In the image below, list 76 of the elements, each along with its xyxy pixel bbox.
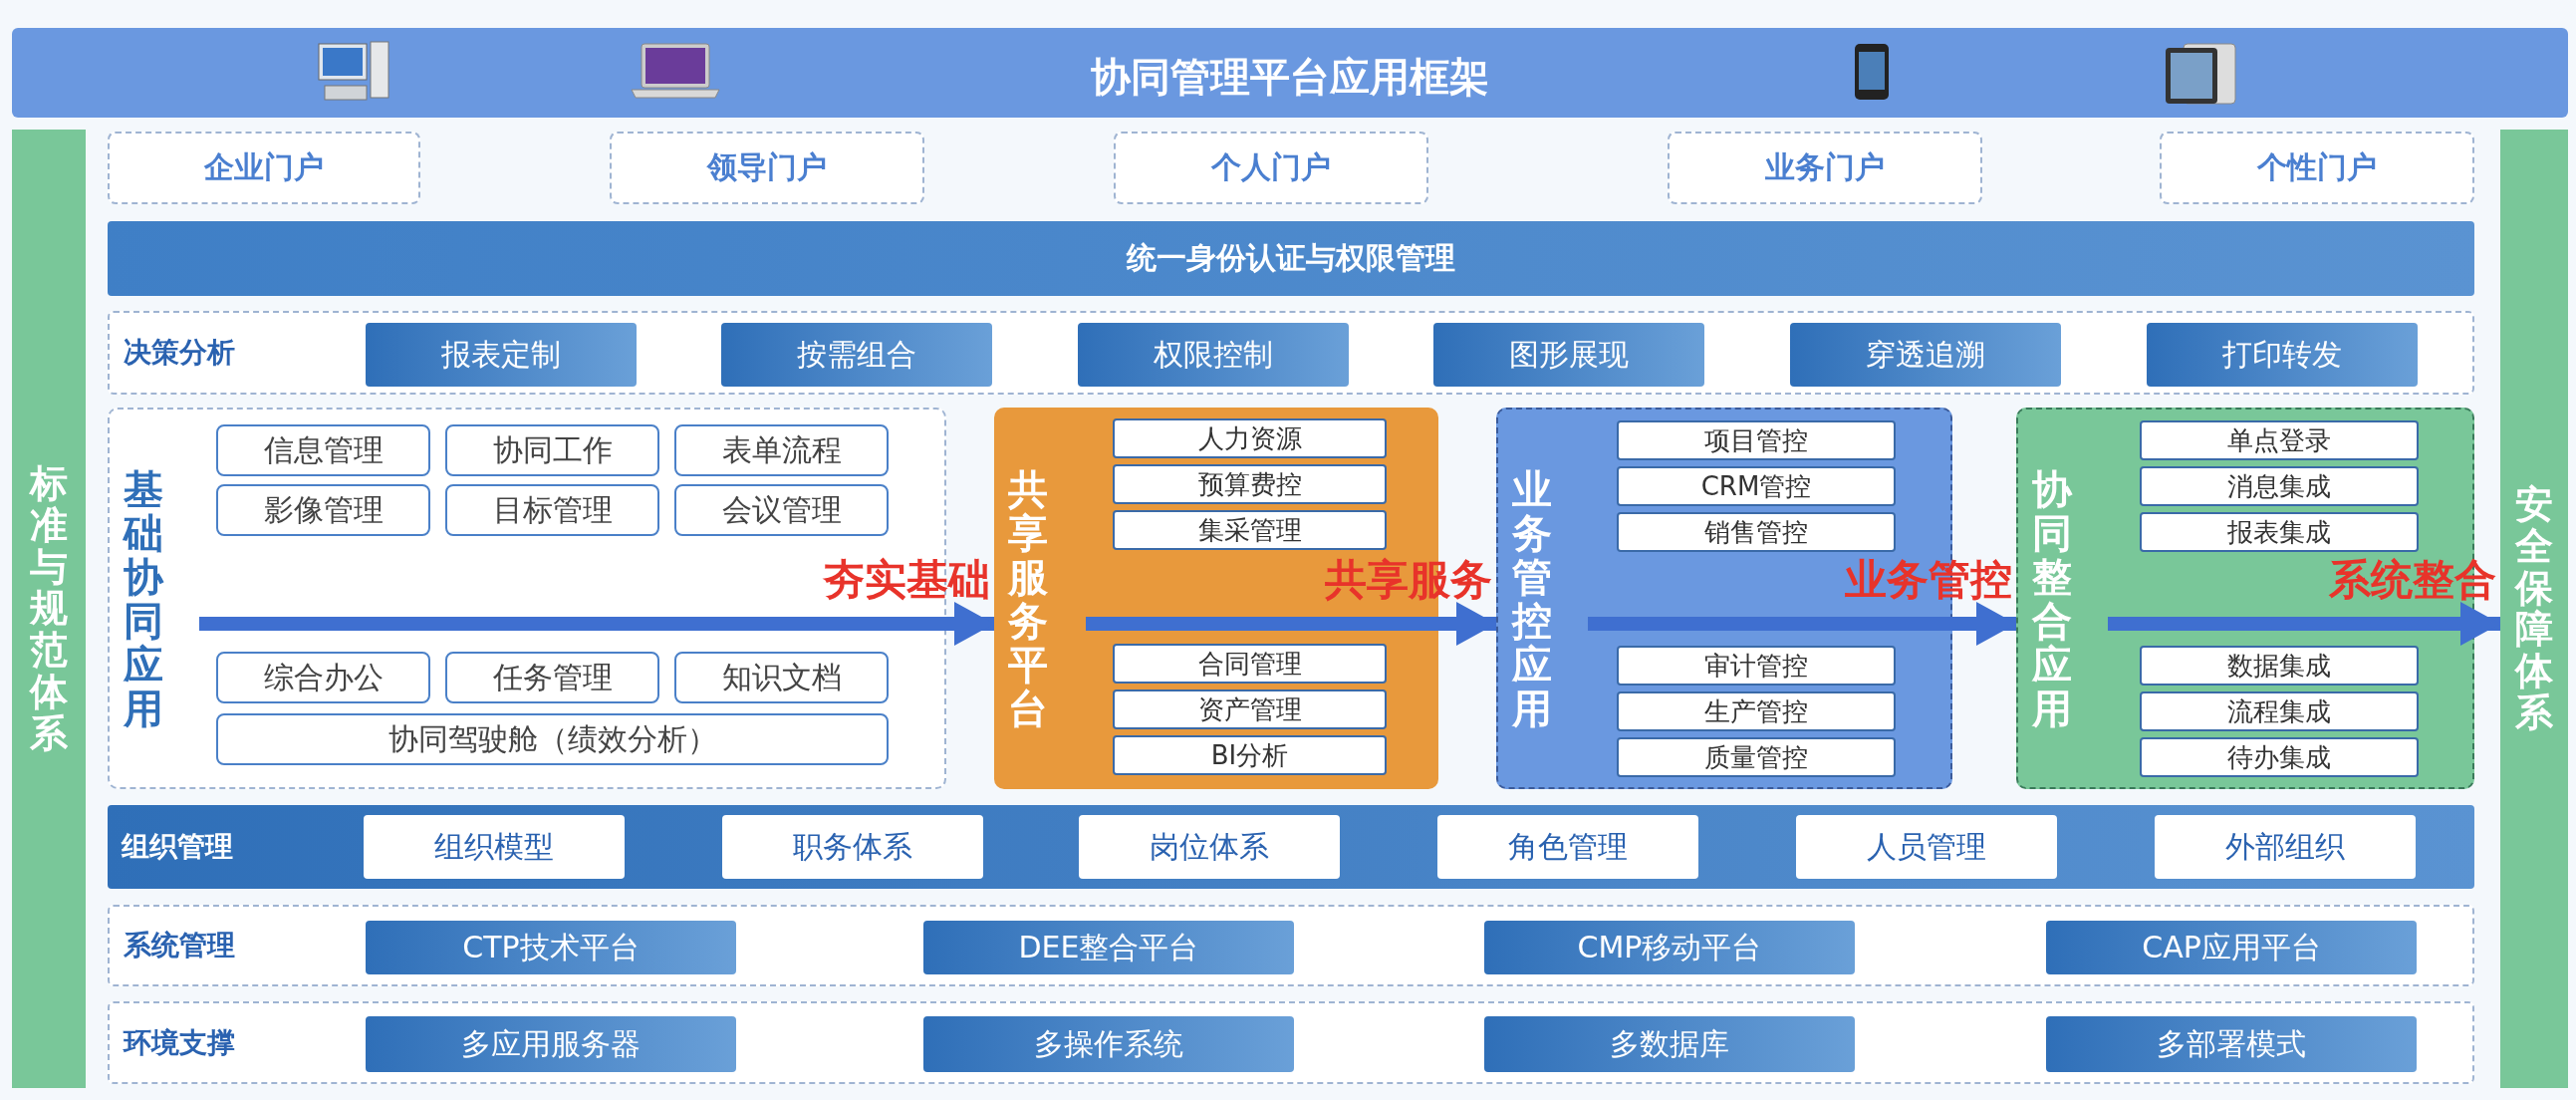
function-box: 人员管理 (1796, 815, 2057, 879)
side-band (12, 130, 86, 1088)
function-box: 人力资源 (1113, 418, 1387, 458)
block-arrow (1438, 602, 1496, 646)
portal-box: 业务门户 (1668, 132, 1982, 204)
function-box: 销售管控 (1617, 512, 1896, 552)
function-box: 多操作系统 (923, 1016, 1294, 1072)
function-box: 影像管理 (216, 484, 430, 536)
function-box: 知识文档 (674, 652, 889, 703)
function-box: CRM管控 (1617, 466, 1896, 506)
function-box: 打印转发 (2147, 323, 2418, 387)
function-box: 集采管理 (1113, 510, 1387, 550)
function-box: 权限控制 (1078, 323, 1349, 387)
function-box: 组织模型 (364, 815, 625, 879)
function-box: CMP移动平台 (1484, 921, 1855, 974)
block-arrow (1952, 602, 2016, 646)
function-box: CAP应用平台 (2046, 921, 2417, 974)
function-box: CTP技术平台 (366, 921, 736, 974)
function-box: 项目管控 (1617, 420, 1896, 460)
vertical-title: 业务管控应用 (1512, 466, 1552, 730)
function-box: 报表定制 (366, 323, 637, 387)
portal-box: 个性门户 (2160, 132, 2474, 204)
function-box: 生产管控 (1617, 691, 1896, 731)
function-box: 信息管理 (216, 424, 430, 476)
vertical-title: 共享服务平台 (1008, 466, 1048, 730)
function-box: 角色管理 (1437, 815, 1698, 879)
function-box: 按需组合 (721, 323, 992, 387)
block-arrow (2460, 602, 2500, 646)
function-box: 任务管理 (445, 652, 659, 703)
row-label: 系统管理 (124, 928, 235, 963)
function-box: 岗位体系 (1079, 815, 1340, 879)
layer-row (108, 311, 2474, 395)
function-box: 质量管控 (1617, 737, 1896, 777)
vertical-title: 基础协同应用 (124, 466, 163, 730)
function-box: 协同驾驶舱（绩效分析） (216, 713, 889, 765)
function-box: 数据集成 (2140, 646, 2419, 686)
function-box: 单点登录 (2140, 420, 2419, 460)
row-label: 组织管理 (122, 829, 233, 865)
banner-bar: 统一身份认证与权限管理 (108, 221, 2474, 296)
diagram-title: 协同管理平台应用框架 (1091, 53, 1489, 102)
function-box: 合同管理 (1113, 644, 1387, 684)
function-box: 穿透追溯 (1790, 323, 2061, 387)
function-box: 多应用服务器 (366, 1016, 736, 1072)
row-label: 决策分析 (124, 335, 235, 371)
portal-box: 领导门户 (610, 132, 924, 204)
function-box: 流程集成 (2140, 691, 2419, 731)
block-arrow (946, 602, 994, 646)
portal-box: 个人门户 (1114, 132, 1428, 204)
function-box: 外部组织 (2155, 815, 2416, 879)
function-box: 表单流程 (674, 424, 889, 476)
layer-row (108, 805, 2474, 889)
edge-label: 夯实基础 (823, 554, 990, 606)
function-box: 报表集成 (2140, 512, 2419, 552)
layer-row (108, 905, 2474, 986)
function-box: 多部署模式 (2046, 1016, 2417, 1072)
layer-row (108, 1001, 2474, 1084)
row-label: 环境支撑 (124, 1024, 235, 1061)
portal-box: 企业门户 (108, 132, 420, 204)
function-box: 协同工作 (445, 424, 659, 476)
function-box: 多数据库 (1484, 1016, 1855, 1072)
function-box: 预算费控 (1113, 464, 1387, 504)
function-box: 综合办公 (216, 652, 430, 703)
function-box: 消息集成 (2140, 466, 2419, 506)
function-box: 会议管理 (674, 484, 889, 536)
vertical-title: 安全保障体系 (2515, 483, 2553, 734)
function-box: 审计管控 (1617, 646, 1896, 686)
function-box: 待办集成 (2140, 737, 2419, 777)
side-band (2500, 130, 2568, 1088)
vertical-title: 标准与规范体系 (30, 462, 68, 755)
function-box: 资产管理 (1113, 689, 1387, 729)
vertical-title: 协同整合应用 (2032, 466, 2072, 730)
function-box: 图形展现 (1433, 323, 1704, 387)
function-box: BI分析 (1113, 735, 1387, 775)
function-box: DEE整合平台 (923, 921, 1294, 974)
function-box: 目标管理 (445, 484, 659, 536)
function-box: 职务体系 (722, 815, 983, 879)
